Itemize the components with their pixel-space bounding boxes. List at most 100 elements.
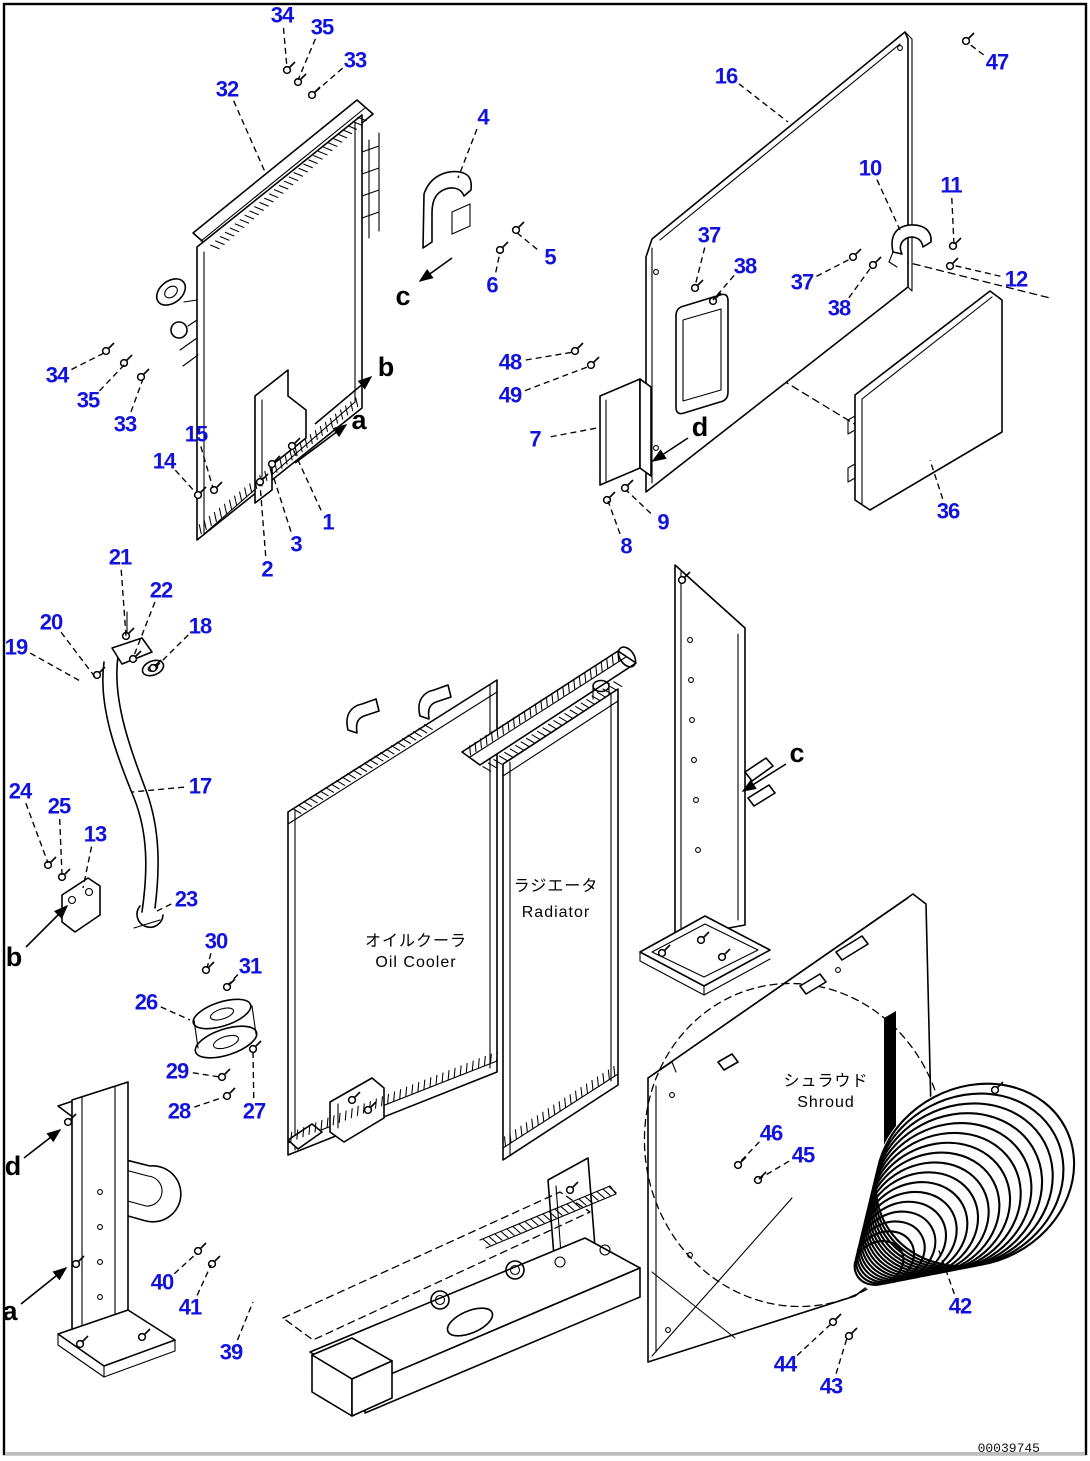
callout-26: 26 bbox=[135, 990, 158, 1015]
callout-18: 18 bbox=[189, 614, 212, 639]
callout-44: 44 bbox=[774, 1352, 798, 1377]
leader-line bbox=[173, 1252, 198, 1275]
bolt-icon bbox=[708, 292, 722, 306]
callout-38: 38 bbox=[734, 254, 757, 279]
stand-bracket bbox=[57, 1081, 182, 1378]
bolt-icon bbox=[363, 1101, 377, 1115]
leader-line bbox=[550, 427, 598, 438]
leader-line bbox=[236, 1301, 254, 1341]
leader-line bbox=[120, 569, 127, 637]
bolt-icon bbox=[511, 221, 525, 235]
leader-line bbox=[738, 1141, 760, 1164]
callout-43: 43 bbox=[820, 1374, 843, 1399]
leader-line bbox=[835, 1337, 848, 1374]
view-letter-c: c bbox=[789, 738, 804, 768]
callout-45: 45 bbox=[792, 1143, 815, 1168]
callout-42: 42 bbox=[949, 1294, 972, 1319]
callout-36: 36 bbox=[937, 499, 960, 524]
callout-9: 9 bbox=[657, 510, 669, 535]
callout-23: 23 bbox=[175, 887, 198, 912]
part-label-en: Shroud bbox=[797, 1094, 855, 1111]
view-arrow-a bbox=[294, 424, 348, 464]
callout-27: 27 bbox=[243, 1099, 266, 1124]
callout-3: 3 bbox=[290, 532, 302, 557]
bolt-icon bbox=[717, 948, 731, 962]
callout-4: 4 bbox=[477, 105, 490, 130]
bolt-icon bbox=[222, 978, 236, 992]
callout-6: 6 bbox=[486, 273, 498, 298]
callout-37: 37 bbox=[698, 223, 721, 248]
leader-line bbox=[625, 489, 652, 514]
bolt-icon bbox=[209, 481, 223, 495]
callout-13: 13 bbox=[84, 822, 107, 847]
bolt-icon bbox=[868, 256, 882, 270]
view-arrow-c bbox=[741, 763, 787, 792]
leader-line bbox=[25, 802, 49, 864]
callout-10: 10 bbox=[859, 156, 882, 181]
callout-15: 15 bbox=[185, 422, 208, 447]
core-hatching bbox=[198, 116, 623, 1246]
callout-35: 35 bbox=[311, 15, 334, 40]
leader-line bbox=[174, 469, 197, 494]
leader-line bbox=[98, 363, 126, 392]
bolt-icon bbox=[828, 1313, 842, 1327]
leader-line bbox=[515, 231, 538, 250]
leader-line bbox=[929, 459, 944, 499]
leader-line bbox=[252, 1051, 255, 1099]
callout-21: 21 bbox=[109, 545, 132, 570]
leader-line bbox=[694, 247, 706, 287]
bolt-icon bbox=[657, 944, 671, 958]
radiator-assembly-32 bbox=[155, 99, 473, 541]
bolt-icon bbox=[293, 73, 307, 87]
core-assembly bbox=[287, 646, 637, 1283]
leader-line bbox=[495, 251, 501, 273]
bolt-icon bbox=[565, 1181, 579, 1195]
side-panel-16 bbox=[599, 31, 1051, 511]
bolt-icon bbox=[119, 354, 133, 368]
view-arrow-b bbox=[25, 904, 69, 948]
leader-line bbox=[155, 634, 189, 668]
leader-line bbox=[816, 257, 853, 277]
callout-35: 35 bbox=[77, 388, 100, 413]
leader-line bbox=[29, 652, 83, 683]
leader-line bbox=[259, 483, 267, 557]
callout-31: 31 bbox=[239, 954, 262, 979]
callout-33: 33 bbox=[114, 412, 137, 437]
leader-line bbox=[131, 786, 185, 793]
part-label-jp: シュラウド bbox=[783, 1072, 868, 1090]
bolt-icon bbox=[207, 1255, 221, 1269]
bolt-icon bbox=[570, 342, 584, 356]
bolt-icon bbox=[92, 666, 106, 680]
leader-line bbox=[297, 38, 317, 81]
view-arrow-c bbox=[418, 257, 453, 282]
bolt-icon bbox=[255, 473, 269, 487]
leader-line bbox=[796, 1323, 832, 1356]
leader-line bbox=[758, 1160, 790, 1180]
callout-11: 11 bbox=[940, 173, 962, 198]
leader-line bbox=[848, 265, 873, 299]
bolt-icon bbox=[990, 1081, 1004, 1095]
bolt-icon bbox=[136, 368, 150, 382]
leader-line bbox=[525, 351, 575, 361]
callout-39: 39 bbox=[220, 1340, 243, 1365]
callout-41: 41 bbox=[179, 1295, 202, 1320]
leader-line bbox=[233, 100, 266, 173]
callout-7: 7 bbox=[529, 427, 541, 452]
leader-line bbox=[132, 601, 156, 659]
pipe-17-assembly bbox=[61, 611, 258, 1059]
bolt-icon bbox=[848, 248, 862, 262]
callout-8: 8 bbox=[620, 534, 632, 559]
doc-number: 00039745 bbox=[978, 1441, 1040, 1456]
bolt-icon bbox=[945, 257, 959, 271]
view-letter-d: d bbox=[5, 1151, 22, 1181]
callout-30: 30 bbox=[205, 929, 228, 954]
mount-plate-c bbox=[639, 564, 776, 996]
bolt-icon bbox=[101, 342, 115, 356]
callout-14: 14 bbox=[153, 449, 177, 474]
bolt-icon bbox=[347, 1091, 361, 1105]
